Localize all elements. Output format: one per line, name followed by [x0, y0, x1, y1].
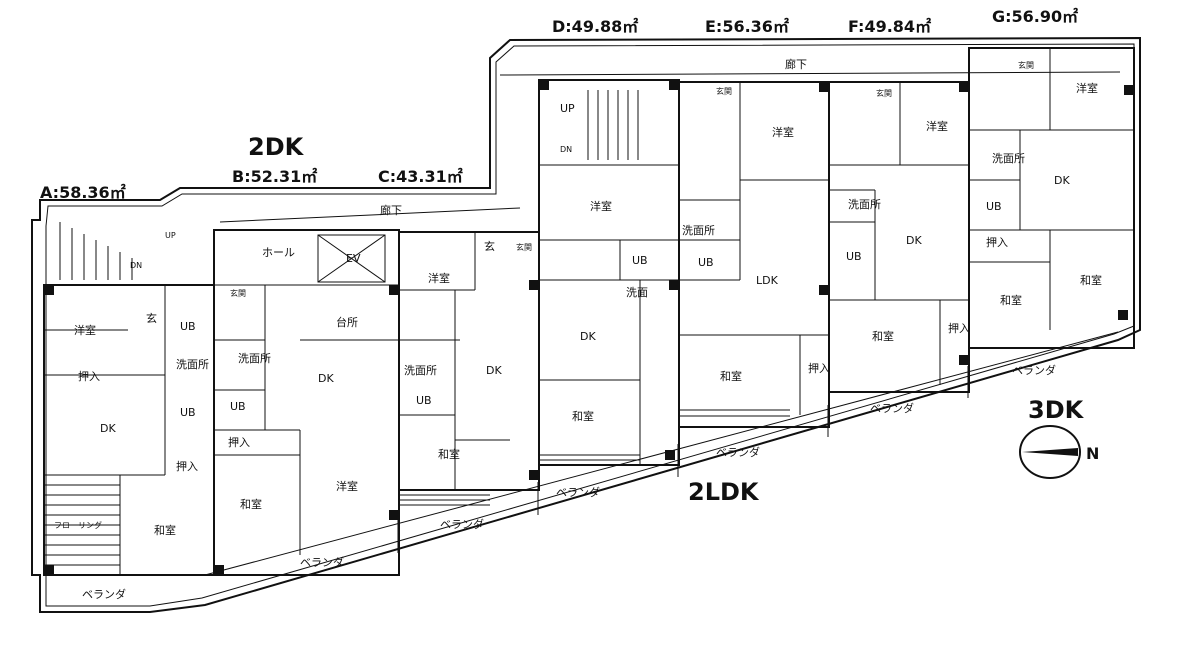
room-label: フローリング	[54, 520, 102, 530]
room-label: 洗面所	[848, 198, 881, 211]
unit-b-area: B:52.31㎡	[232, 167, 317, 186]
unit-e-area: E:56.36㎡	[705, 17, 789, 36]
compass: N	[1019, 425, 1099, 479]
room-label: ベランダ	[440, 517, 484, 531]
elevator-cross	[317, 234, 386, 283]
room-label: EV	[346, 252, 361, 265]
room-label: UB	[416, 394, 432, 407]
room-label: 洋室	[336, 479, 358, 493]
room-label: 玄関	[876, 88, 892, 98]
room-label: 押入	[948, 321, 970, 335]
unit-c-area: C:43.31㎡	[378, 167, 463, 186]
building-inner-outline	[45, 43, 1135, 607]
unit-g	[968, 47, 1135, 349]
room-label: UB	[632, 254, 648, 267]
room-label: UB	[230, 400, 246, 413]
room-label: 洋室	[772, 125, 794, 139]
type-label-2dk: 2DK	[248, 133, 305, 161]
room-label: 和室	[240, 497, 262, 511]
room-label: DK	[906, 234, 922, 247]
room-label: UB	[180, 320, 196, 333]
room-label: 和室	[438, 447, 460, 461]
room-label: 玄	[484, 239, 495, 253]
room-label: 洗面所	[238, 352, 271, 365]
room-label: 玄関	[1018, 60, 1034, 70]
room-label: 洗面所	[176, 358, 209, 371]
room-label: 押入	[176, 459, 198, 473]
flooring-hatch-a	[44, 484, 120, 566]
corridor-label-top: 廊下	[785, 57, 807, 71]
room-label: DK	[1054, 174, 1070, 187]
room-label: UB	[846, 250, 862, 263]
veranda-dividers	[397, 366, 969, 553]
room-label: 洋室	[74, 323, 96, 337]
room-label: 玄	[146, 311, 157, 325]
room-label: 洋室	[926, 119, 948, 133]
room-label: UP	[560, 102, 575, 115]
unit-f	[828, 81, 970, 393]
room-label: UB	[180, 406, 196, 419]
room-label: 押入	[808, 361, 830, 375]
type-label-2ldk: 2LDK	[688, 478, 760, 506]
room-label: ベランダ	[1012, 363, 1056, 377]
room-label: 玄関	[716, 86, 732, 96]
room-label: ベランダ	[556, 485, 600, 499]
unit-b	[213, 229, 400, 576]
room-label: 和室	[1000, 293, 1022, 307]
unit-d-area: D:49.88㎡	[552, 17, 638, 36]
unit-d	[538, 79, 680, 466]
room-label: 洗面所	[992, 152, 1025, 165]
room-label: UB	[698, 256, 714, 269]
room-label: 押入	[986, 235, 1008, 249]
room-label: 玄関	[230, 288, 246, 298]
room-label: 和室	[720, 369, 742, 383]
room-label: UB	[986, 200, 1002, 213]
room-label: 和室	[872, 329, 894, 343]
room-label: 玄関	[516, 242, 532, 252]
unit-a-area: A:58.36㎡	[40, 183, 126, 202]
unit-g-area: G:56.90㎡	[992, 7, 1078, 26]
room-label: DN	[560, 145, 572, 154]
room-label: DK	[486, 364, 502, 377]
corridor-line	[499, 71, 1121, 76]
room-label: 洋室	[1076, 81, 1098, 95]
room-label: 洗面所	[404, 364, 437, 377]
room-label: 洗面所	[682, 224, 715, 237]
room-label: 和室	[1080, 273, 1102, 287]
corridor-label-left: 廊下	[380, 203, 402, 217]
stair-a	[59, 222, 133, 280]
room-label: 和室	[572, 409, 594, 423]
room-label: ベランダ	[82, 587, 126, 601]
room-label: 洋室	[590, 199, 612, 213]
unit-f-area: F:49.84㎡	[848, 17, 931, 36]
building-outer-outline	[31, 36, 1141, 613]
room-label: ホール	[262, 246, 295, 259]
room-label: 押入	[228, 435, 250, 449]
room-label: 押入	[78, 369, 100, 383]
room-label: DK	[100, 422, 116, 435]
room-label: UP	[165, 231, 176, 240]
veranda-edge-line	[204, 331, 1119, 576]
room-label: DK	[318, 372, 334, 385]
unit-e	[678, 81, 830, 428]
room-label: ベランダ	[716, 445, 760, 459]
compass-north-label: N	[1086, 444, 1099, 463]
room-label: 和室	[154, 523, 176, 537]
compass-arrow-icon	[1022, 448, 1078, 456]
room-label: 台所	[336, 315, 358, 329]
room-label: ベランダ	[870, 401, 914, 415]
room-label: LDK	[756, 274, 779, 287]
room-label: DK	[580, 330, 596, 343]
room-label: 洗面	[626, 286, 648, 299]
room-label: 洋室	[428, 271, 450, 285]
type-label-3dk: 3DK	[1028, 396, 1085, 424]
corridor-line-left	[219, 207, 521, 223]
room-label: ベランダ	[300, 555, 344, 569]
room-label: DN	[130, 261, 142, 270]
stair-d	[587, 90, 639, 160]
